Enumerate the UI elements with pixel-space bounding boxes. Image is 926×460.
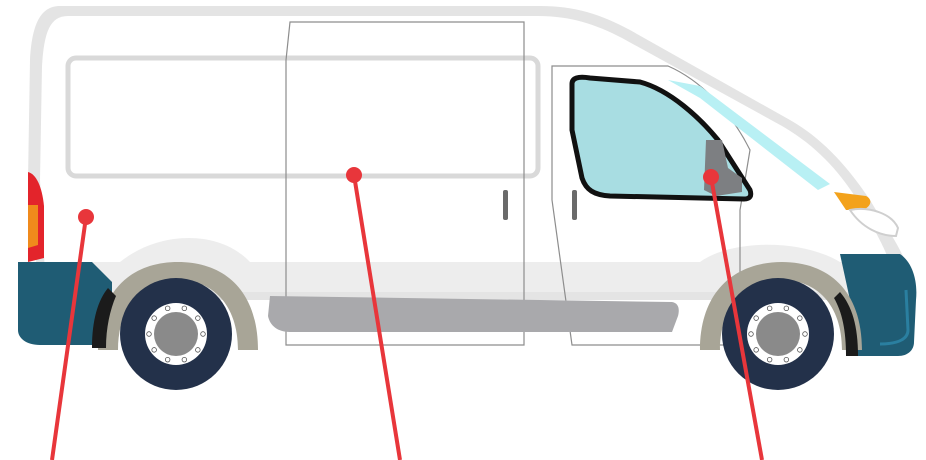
wheel-bolt	[164, 356, 171, 363]
rear-bumper	[18, 262, 112, 345]
wheel-bolt	[200, 331, 206, 337]
van-body	[40, 16, 888, 292]
front-indicator	[834, 192, 871, 210]
callout-line	[709, 176, 764, 460]
wheel-bolt	[164, 305, 171, 312]
wheel-bolt	[802, 331, 808, 337]
wheel-bolt	[181, 356, 188, 363]
wheel-bolt	[195, 347, 201, 353]
wheel-bolt	[783, 305, 790, 312]
front-bumper-accent	[879, 289, 910, 346]
rear-arch-trim	[98, 262, 258, 350]
tail-light-amber	[28, 205, 38, 248]
sliding-door-outline	[285, 21, 525, 346]
wheel-bolt	[797, 347, 803, 353]
wheel-bolt	[748, 331, 754, 337]
windshield	[668, 80, 830, 190]
rear-wheel-bolts	[146, 305, 206, 363]
wheel-bolt	[783, 356, 790, 363]
rear-wheel	[120, 278, 232, 390]
wheel-bolt	[151, 315, 157, 321]
front-arch-shadow	[834, 292, 858, 356]
wheel-bolt	[195, 315, 201, 321]
front-arch-trim	[700, 262, 862, 350]
wheel-bolt	[753, 347, 759, 353]
wheel-bolt	[753, 315, 759, 321]
headlight	[848, 208, 900, 238]
lower-body-shade	[40, 238, 888, 300]
side-rub-strip	[268, 296, 679, 332]
wheel-bolt	[146, 331, 152, 337]
wheel-bolt	[151, 347, 157, 353]
wheel-bolt	[181, 305, 188, 312]
rear-window-panel	[65, 55, 541, 179]
callout-side-mirror	[703, 169, 764, 460]
front-wheel-bolts	[748, 305, 808, 363]
callout-sliding-side-door	[346, 167, 402, 460]
wheel-bolt	[766, 305, 773, 312]
front-wheel	[722, 278, 834, 390]
wheel-bolt	[766, 356, 773, 363]
rear-arch-shadow	[92, 288, 116, 348]
callout-rear-panel	[50, 209, 94, 460]
front-door-handle	[572, 190, 577, 220]
sliding-door-handle	[503, 190, 508, 220]
callout-line	[50, 216, 88, 460]
wheel-bolt	[797, 315, 803, 321]
callout-dot	[703, 169, 719, 185]
callout-dot	[78, 209, 94, 225]
callout-line	[352, 174, 402, 460]
callout-dot	[346, 167, 362, 183]
